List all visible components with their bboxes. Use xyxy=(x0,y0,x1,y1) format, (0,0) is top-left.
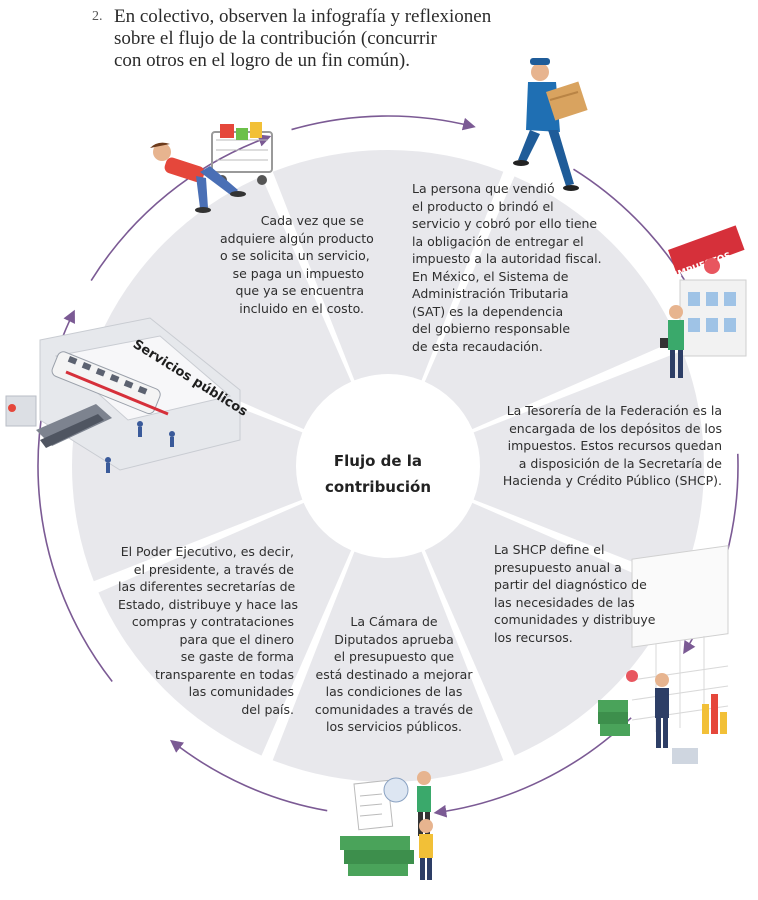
budget-calendar-illustration xyxy=(598,545,729,764)
segment-line: comunidades a través de xyxy=(314,701,474,717)
segment-line: Hacienda y Crédito Público (SHCP). xyxy=(502,473,722,488)
segment-line: del gobierno responsable xyxy=(412,321,571,336)
segment-line: Administración Tributaria xyxy=(412,286,569,301)
tax-office-illustration: IMPUESTOS xyxy=(660,225,747,378)
segment-line: La SHCP define el xyxy=(494,542,605,557)
segment-line: Cada vez que se xyxy=(260,213,364,228)
metro-station-illustration xyxy=(5,317,241,473)
hub-circle xyxy=(302,380,474,552)
segment-line: partir del diagnóstico de xyxy=(494,577,647,592)
segment-wheel xyxy=(72,150,704,782)
wheel-segment xyxy=(98,502,352,756)
segment-line: La persona que vendió xyxy=(412,181,555,196)
wheel-segment xyxy=(272,551,504,782)
segment-text-treasury: La Tesorería de la Federación es la enca… xyxy=(490,402,722,490)
segment-line: del país. xyxy=(241,701,294,717)
flow-arrow-arc xyxy=(90,134,272,281)
segment-line: el presidente, a través de xyxy=(133,561,294,577)
segment-line: adquiere algún producto xyxy=(220,230,374,246)
segment-line: los servicios públicos. xyxy=(325,719,463,734)
wheel-segment xyxy=(424,176,678,430)
segment-line: o se solicita un servicio, xyxy=(220,248,370,263)
wheel-segment xyxy=(424,502,678,756)
segment-line: incluido en el costo. xyxy=(239,300,364,316)
segment-line: está destinado a mejorar xyxy=(315,666,473,682)
segment-line: Estado, distribuye y hace las xyxy=(118,596,298,612)
instruction-line-3: con otros en el logro de un fin común). xyxy=(114,50,411,71)
segment-line: que ya se encuentra xyxy=(235,283,364,298)
segment-line: compras y contrataciones xyxy=(131,614,294,629)
wheel-segment xyxy=(473,350,704,582)
segment-line: las comunidades xyxy=(188,684,294,699)
segment-line: La Tesorería de la Federación es la xyxy=(506,403,722,418)
flow-arrow-arc xyxy=(291,115,476,131)
segment-line: de esta recaudación. xyxy=(412,338,543,354)
segment-line: El Poder Ejecutivo, es decir, xyxy=(120,544,294,559)
segment-line: impuesto a la autoridad fiscal. xyxy=(412,251,602,266)
segment-line: las necesidades de las xyxy=(494,594,635,610)
segment-line: En México, el Sistema de xyxy=(412,268,569,284)
instruction-line-1: En colectivo, observen la infografía y r… xyxy=(114,6,492,27)
delivery-person-illustration xyxy=(513,58,588,191)
segment-line: se paga un impuesto xyxy=(232,265,364,281)
segment-line: el presupuesto que xyxy=(333,649,455,664)
instruction-line-2: sobre el flujo de la contribución (concu… xyxy=(114,28,437,49)
segment-line: los recursos. xyxy=(494,629,573,645)
segment-line: La Cámara de xyxy=(350,614,438,629)
segment-text-executive: El Poder Ejecutivo, es decir, el preside… xyxy=(118,543,298,718)
segment-line: (SAT) es la dependencia xyxy=(412,303,564,319)
segment-line: el producto o brindó el xyxy=(412,198,554,214)
hub-title-line-2: contribución xyxy=(324,478,432,496)
segment-line: las condiciones de las xyxy=(325,684,463,699)
hub-title: Flujo de la contribución xyxy=(318,448,438,500)
segment-text-seller: La persona que vendió el producto o brin… xyxy=(412,180,622,355)
segment-line: para que el dinero xyxy=(179,631,294,647)
hub-title-line-1: Flujo de la xyxy=(333,452,423,470)
flow-arrow-arc xyxy=(169,739,328,812)
segment-line: transparente en todas xyxy=(154,666,294,682)
segment-line: se gaste de forma xyxy=(180,649,294,664)
segment-line: la obligación de entregar el xyxy=(412,233,584,249)
segment-text-chamber: La Cámara de Diputados aprueba el presup… xyxy=(312,613,476,736)
segment-text-purchase: Cada vez que se adquiere algún producto … xyxy=(220,212,374,317)
segment-line: a disposición de la Secretaría de xyxy=(518,455,722,471)
segment-line: servicio y cobró por ello tiene xyxy=(412,216,598,231)
item-number: 2. xyxy=(92,9,103,24)
wheel-segment xyxy=(272,150,504,381)
segment-line: presupuesto anual a xyxy=(494,559,622,575)
segment-line: encargada de los depósitos de los xyxy=(509,420,722,436)
chamber-documents-illustration xyxy=(340,771,433,880)
segment-line: las diferentes secretarías de xyxy=(118,579,296,594)
segment-line: impuestos. Estos recursos quedan xyxy=(507,438,722,453)
shopper-cart-illustration xyxy=(150,122,273,213)
segment-line: comunidades y distribuye xyxy=(494,612,656,627)
segment-text-shcp: La SHCP define el presupuesto anual a pa… xyxy=(494,541,664,646)
segment-line: Diputados aprueba xyxy=(334,631,454,647)
